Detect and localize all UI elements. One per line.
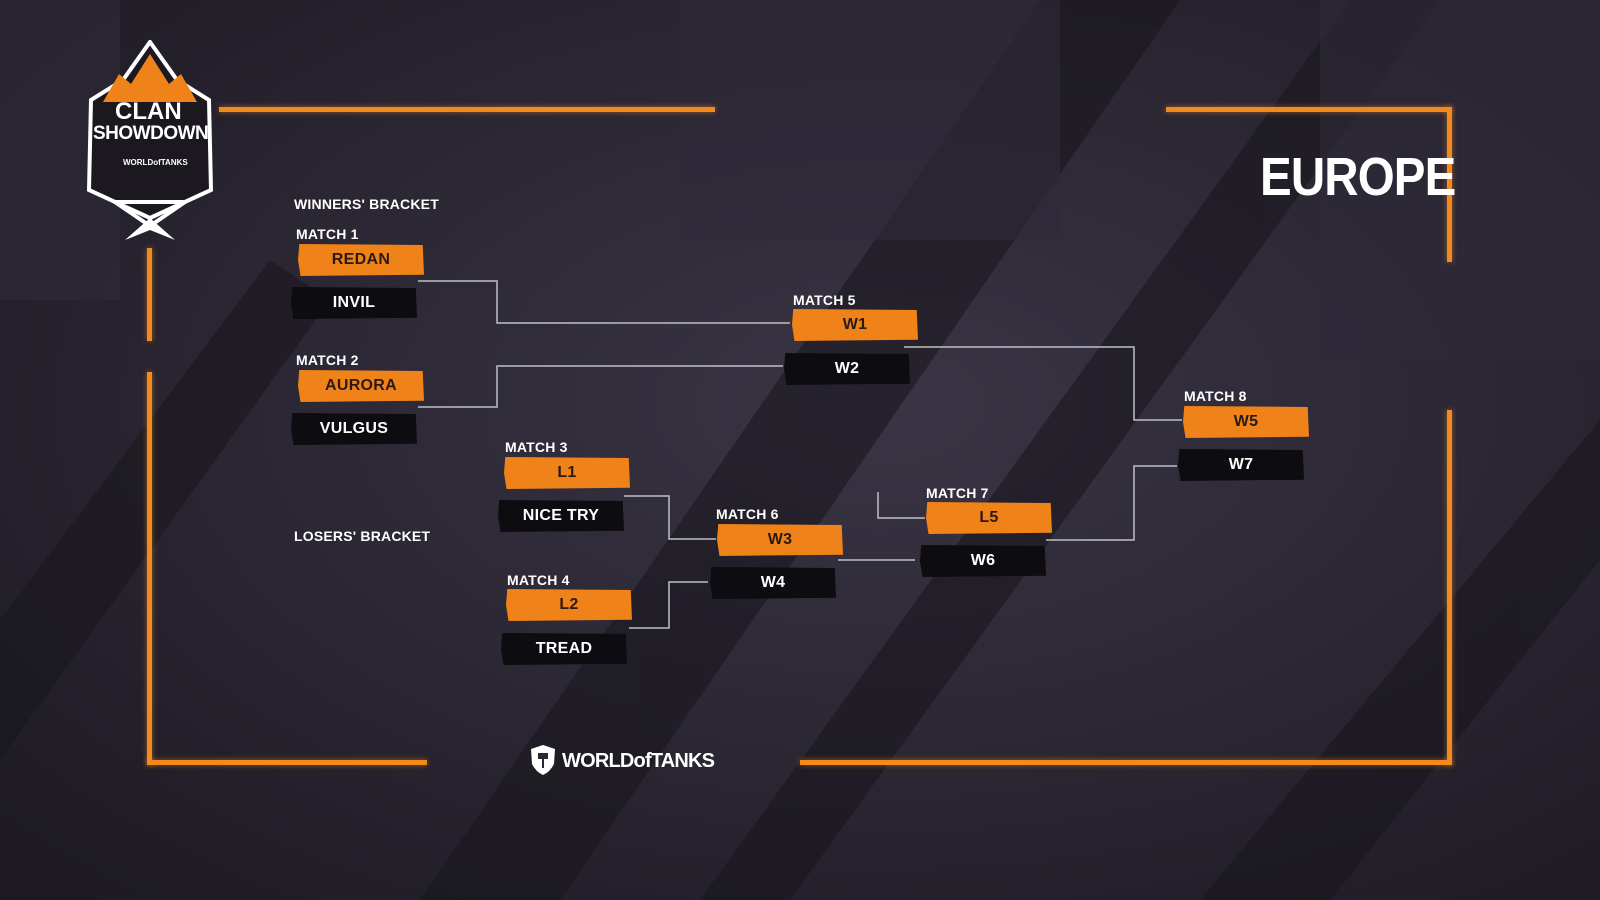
match-4-bottom-team[interactable]: TREAD xyxy=(501,633,627,665)
match-2-label: MATCH 2 xyxy=(296,352,359,368)
logo-sub: WORLDofTANKS xyxy=(123,158,188,167)
frame-left-bottom xyxy=(147,372,152,765)
match-8-label: MATCH 8 xyxy=(1184,388,1247,404)
footer-brand-text: WORLDofTANKS xyxy=(562,750,715,772)
match-3-bottom-team[interactable]: NICE TRY xyxy=(498,500,624,532)
match-3-label: MATCH 3 xyxy=(505,439,568,455)
winners-bracket-label: WINNERS' BRACKET xyxy=(294,196,439,212)
match-2-bottom-team[interactable]: VULGUS xyxy=(291,413,417,445)
logo-line1: CLAN xyxy=(115,98,182,125)
match-4-label: MATCH 4 xyxy=(507,572,570,588)
logo-line2: SHOWDOWN xyxy=(93,123,209,144)
match-7-label: MATCH 7 xyxy=(926,485,989,501)
match-6-bottom-team[interactable]: W4 xyxy=(710,567,836,599)
frame-bottom-right xyxy=(800,760,1452,765)
match-1-top-team[interactable]: REDAN xyxy=(298,244,424,276)
world-of-tanks-logo: WORLDofTANKS xyxy=(530,744,715,778)
losers-bracket-label: LOSERS' BRACKET xyxy=(294,528,431,544)
clan-showdown-logo: CLAN SHOWDOWN WORLDofTANKS xyxy=(85,38,215,245)
match-5-label: MATCH 5 xyxy=(793,292,856,308)
logo-emblem xyxy=(86,38,214,240)
region-title: EUROPE xyxy=(1260,147,1456,207)
match-1-label: MATCH 1 xyxy=(296,226,359,242)
frame-top-right xyxy=(1166,107,1452,112)
match-6-label: MATCH 6 xyxy=(716,506,779,522)
match-1-bottom-team[interactable]: INVIL xyxy=(291,287,417,319)
frame-right-top xyxy=(1447,107,1452,262)
match-4-top-team[interactable]: L2 xyxy=(506,589,632,621)
match-2-top-team[interactable]: AURORA xyxy=(298,370,424,402)
tank-shield-icon xyxy=(531,745,555,775)
match-3-top-team[interactable]: L1 xyxy=(504,457,630,489)
match-6-top-team[interactable]: W3 xyxy=(717,524,843,556)
match-8-top-team[interactable]: W5 xyxy=(1183,406,1309,438)
match-5-bottom-team[interactable]: W2 xyxy=(784,353,910,385)
frame-top-left xyxy=(219,107,715,112)
match-7-bottom-team[interactable]: W6 xyxy=(920,545,1046,577)
match-5-top-team[interactable]: W1 xyxy=(792,309,918,341)
match-7-top-team[interactable]: L5 xyxy=(926,502,1052,534)
match-8-bottom-team[interactable]: W7 xyxy=(1178,449,1304,481)
frame-bottom-left xyxy=(147,760,427,765)
frame-left-top xyxy=(147,248,152,341)
frame-right-bottom xyxy=(1447,410,1452,765)
